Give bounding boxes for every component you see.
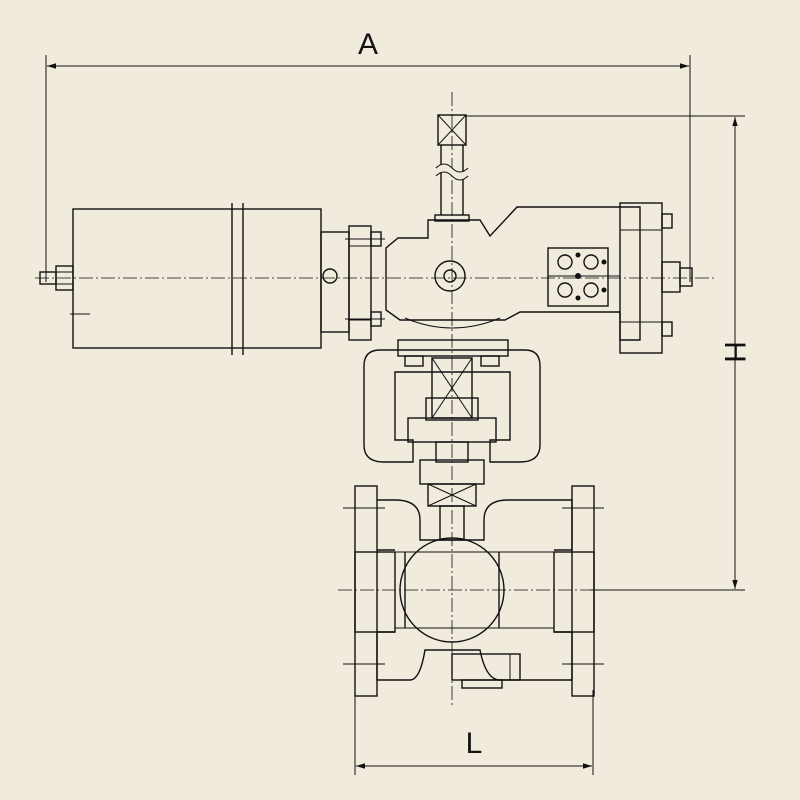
actuator-flange: [320, 225, 385, 341]
center-lines: [35, 92, 715, 705]
dimension-h: H: [466, 115, 751, 591]
dimension-l-label: L: [466, 727, 483, 760]
right-end-cap: [619, 202, 693, 354]
valve-body: [343, 485, 604, 697]
dimension-l: L: [354, 690, 594, 775]
dimension-h-label: H: [718, 341, 751, 363]
positioner-block: [547, 247, 620, 307]
yoke-bracket: [363, 339, 541, 463]
dimension-a-label: A: [358, 28, 378, 61]
dimension-a: A: [45, 28, 691, 282]
actuator-cylinder: [39, 203, 338, 355]
